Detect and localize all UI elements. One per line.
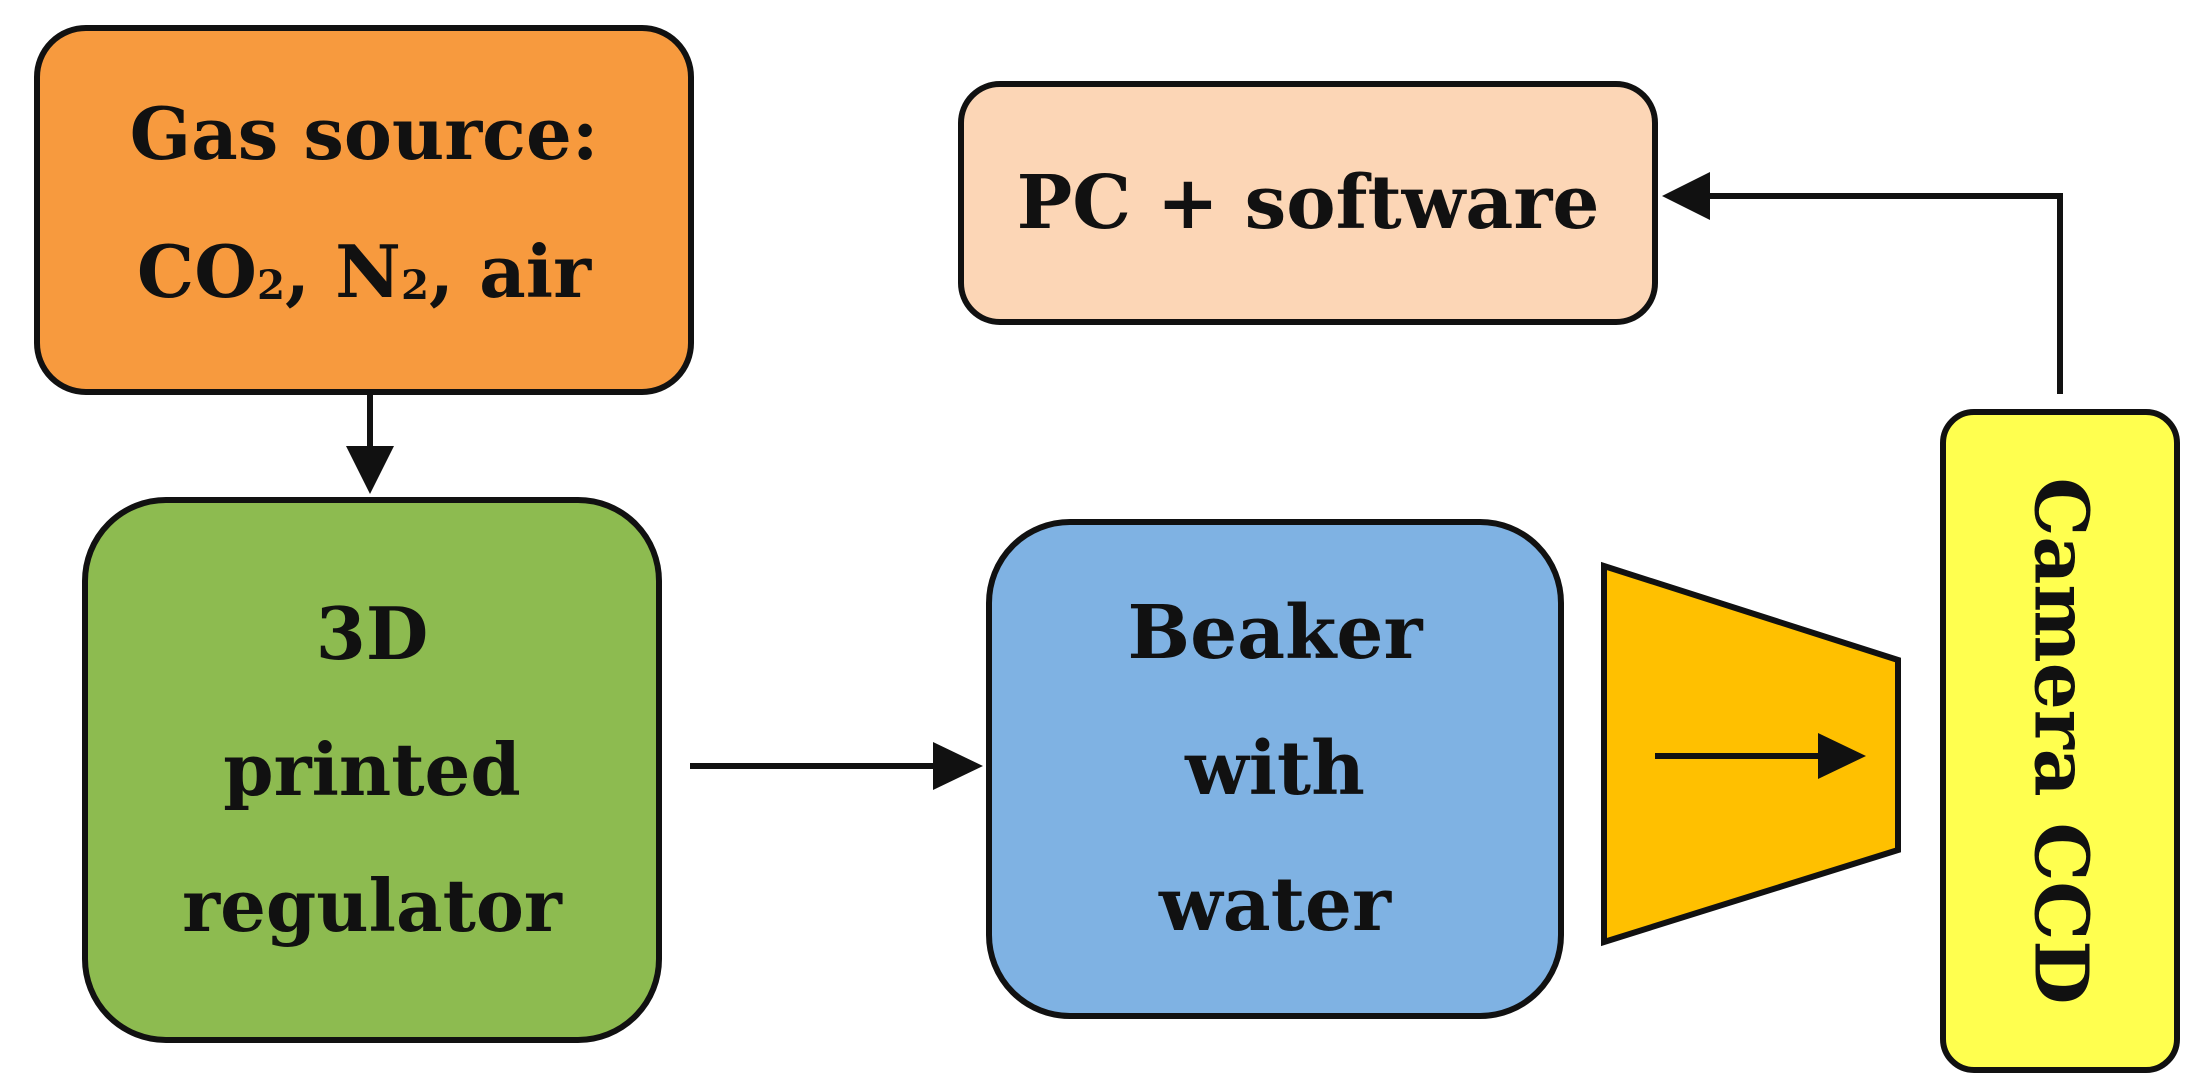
beaker-line-2: with — [1185, 726, 1365, 812]
beaker-box: Beaker with water — [986, 519, 1564, 1019]
gas-source-box: Gas source: CO2, N2, air — [34, 25, 694, 395]
gas-co2-subscript: 2 — [256, 261, 285, 310]
pc-software-label: PC + software — [1016, 160, 1600, 246]
regulator-line-3: regulator — [182, 863, 562, 948]
arrow-lens-to-camera — [1655, 733, 1866, 779]
gas-co-text: CO — [136, 229, 257, 315]
regulator-line-2: printed — [223, 727, 521, 812]
arrow-regulator-to-beaker — [690, 742, 983, 790]
regulator-box: 3D printed regulator — [82, 497, 662, 1043]
arrow-gas-to-regulator — [346, 395, 394, 494]
gas-n-text: , N — [285, 229, 401, 315]
beaker-line-3: water — [1159, 862, 1391, 948]
gas-air-text: , air — [429, 229, 592, 315]
gas-n2-subscript: 2 — [400, 261, 430, 310]
regulator-line-1: 3D — [315, 591, 429, 676]
camera-ccd-box: Camera CCD — [1940, 409, 2180, 1073]
camera-ccd-label: Camera CCD — [2017, 477, 2104, 1005]
pc-software-box: PC + software — [958, 81, 1658, 325]
beaker-line-1: Beaker — [1127, 590, 1423, 676]
gas-source-title: Gas source: — [129, 91, 599, 177]
gas-source-gases: CO2, N2, air — [137, 203, 591, 354]
lens-trapezoid-icon — [1601, 561, 1901, 947]
arrow-camera-to-pc — [1662, 172, 2063, 394]
